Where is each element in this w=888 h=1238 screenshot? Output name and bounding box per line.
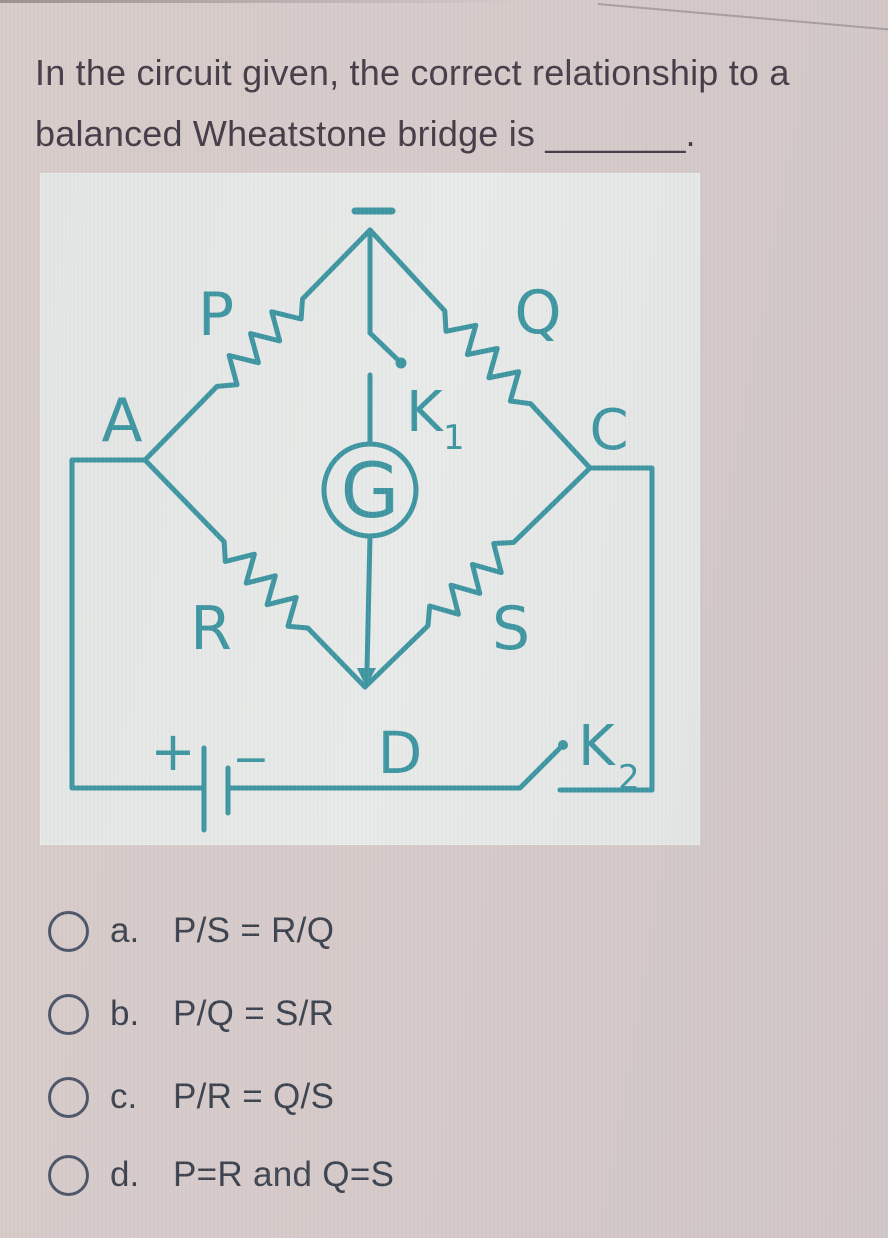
label-k2-subscript: 2 <box>618 758 640 798</box>
question-text-line2: balanced Wheatstone bridge is _______. <box>35 116 696 152</box>
label-q: Q <box>514 278 561 348</box>
option-a-letter: a. <box>110 911 140 950</box>
label-a: A <box>101 386 142 456</box>
resistor-p <box>142 227 373 463</box>
label-k1: K <box>406 380 444 445</box>
arrow-down-icon <box>357 668 376 687</box>
switch-k1-dot <box>395 357 407 369</box>
question-period: . <box>685 113 696 154</box>
resistor-q <box>367 227 593 471</box>
battery-plus-label: + <box>150 720 195 783</box>
option-d[interactable]: d. P=R and Q=S <box>48 1153 394 1197</box>
option-a-text: P/S = R/Q <box>173 911 335 950</box>
label-k2: K <box>578 714 616 779</box>
radio-button-d[interactable] <box>48 1154 89 1196</box>
photo-top-edge <box>0 0 520 3</box>
wire-left <box>69 457 207 791</box>
label-g: G <box>341 446 400 535</box>
label-k1-subscript: 1 <box>443 418 465 458</box>
resistor-r <box>142 457 368 690</box>
question-text-line2-prefix: balanced Wheatstone bridge is <box>35 113 536 154</box>
answer-blank: _______ <box>545 113 686 154</box>
option-d-letter: d. <box>110 1155 140 1194</box>
label-r: R <box>190 594 232 664</box>
photo-diagonal-artifact <box>597 3 888 32</box>
diagram-panel: P Q A C R S D G K 1 K 2 + − <box>40 173 700 845</box>
radio-button-c[interactable] <box>48 1076 89 1118</box>
label-c: C <box>589 398 628 463</box>
question-text-line1: In the circuit given, the correct relati… <box>35 52 790 93</box>
circuit-diagram: P Q A C R S D G K 1 K 2 + − <box>69 207 655 833</box>
battery-minus-label: − <box>233 734 270 785</box>
label-s: S <box>492 594 530 664</box>
switch-k2-blade <box>517 746 562 791</box>
option-c-text: P/R = Q/S <box>173 1077 335 1116</box>
switch-k2-dot <box>558 740 568 750</box>
label-p: P <box>198 280 234 350</box>
option-c-letter: c. <box>110 1077 138 1116</box>
radio-button-b[interactable] <box>48 993 89 1035</box>
option-a[interactable]: a. P/S = R/Q <box>48 909 334 953</box>
option-b-text: P/Q = S/R <box>173 994 335 1033</box>
wire-galvanometer-bottom <box>364 533 373 674</box>
option-d-text: P=R and Q=S <box>173 1155 395 1194</box>
option-b[interactable]: b. P/Q = S/R <box>48 992 334 1036</box>
wire-right <box>587 465 655 793</box>
option-c[interactable]: c. P/R = Q/S <box>48 1075 334 1119</box>
switch-k1-blade <box>367 330 401 363</box>
option-b-letter: b. <box>110 994 140 1033</box>
radio-button-a[interactable] <box>48 910 89 952</box>
label-d: D <box>378 719 423 787</box>
resistor-s <box>362 465 593 690</box>
